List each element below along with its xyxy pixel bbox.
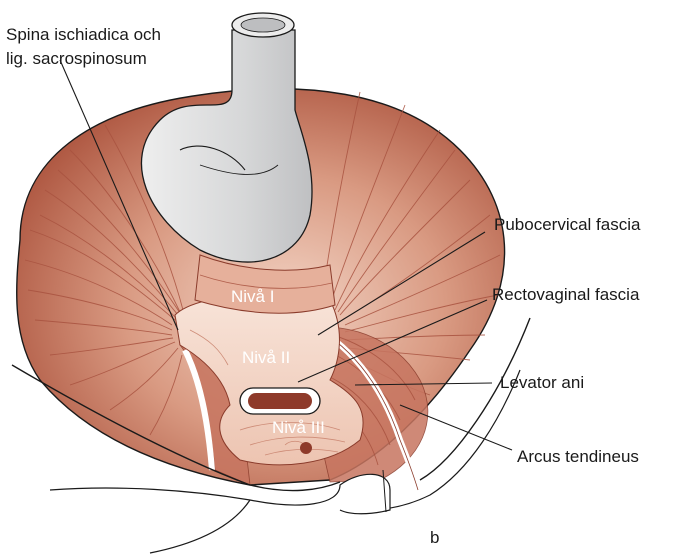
label-pubocervical-fascia: Pubocervical fascia <box>494 215 641 234</box>
label-spina-line2: lig. sacrospinosum <box>6 49 147 68</box>
level-ii-label: Nivå II <box>242 348 290 367</box>
panel-label: b <box>430 528 439 547</box>
level-i-label: Nivå I <box>231 287 274 306</box>
urethra-dot <box>300 442 312 454</box>
rectum-opening <box>240 388 320 414</box>
label-arcus-tendineus: Arcus tendineus <box>517 447 639 466</box>
label-levator-ani: Levator ani <box>500 373 584 392</box>
label-spina-line1: Spina ischiadica och <box>6 25 161 44</box>
label-rectovaginal-fascia: Rectovaginal fascia <box>492 285 640 304</box>
level-iii-label: Nivå III <box>272 418 325 437</box>
